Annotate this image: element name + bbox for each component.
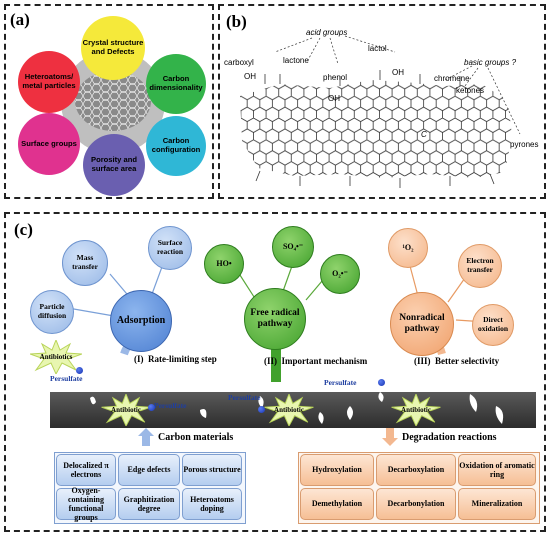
particle-diffusion-node: Particle diffusion	[30, 290, 74, 334]
step-ii-label: (II) Important mechanism	[264, 356, 368, 366]
oxygen-groups-box: Oxygen-containing functional groups	[56, 486, 116, 522]
graphene-sheet-icon	[74, 68, 152, 134]
heteroatoms-doping-box: Heteroatoms doping	[182, 488, 242, 520]
delocalized-electrons-box: Delocalized π electrons	[56, 454, 116, 486]
hydroxylation-box: Hydroxylation	[300, 454, 374, 486]
carbon-dimensionality-circle: Carbon dimensionality	[146, 54, 206, 114]
panel-b: (b)	[218, 4, 546, 199]
antibiotics-star: Antibiotics	[30, 340, 82, 374]
singlet-oxygen-node: ¹O₂	[388, 228, 428, 268]
porosity-circle: Porosity and surface area	[83, 134, 145, 196]
lactol-label: lactol	[368, 44, 387, 53]
panel-c-label: (c)	[14, 220, 33, 239]
antibiotic-star-3: Antibiotic	[390, 394, 442, 426]
panel-b-label: (b)	[226, 12, 247, 31]
persulfate-dot-1	[76, 367, 83, 374]
step-i-label: (I) Rate-limiting step	[134, 354, 217, 364]
graphene-oxide-structure-icon	[220, 6, 544, 197]
decarboxylation-box: Decarboxylation	[376, 454, 456, 486]
basic-groups-label: basic groups ?	[464, 58, 517, 67]
ketones-label: ketones	[456, 86, 485, 95]
persulfate-dot-3	[148, 404, 155, 411]
graphitization-box: Graphitization degree	[118, 488, 180, 520]
demethylation-box: Demethylation	[300, 488, 374, 520]
carbon-atom-label: C	[421, 130, 427, 139]
persulfate-label-4: Persulfate	[228, 393, 261, 402]
mineralization-box: Mineralization	[458, 488, 536, 520]
edge-defects-box: Edge defects	[118, 454, 180, 486]
persulfate-dot-4	[258, 406, 265, 413]
panel-a-label: (a)	[10, 10, 30, 29]
bottom-arrows	[138, 428, 398, 446]
adsorption-node: Adsorption	[110, 290, 172, 352]
heteroatoms-circle: Heteroatoms/ metal particles	[18, 51, 80, 113]
crystal-structure-circle: Crystal structure and Defects	[81, 16, 145, 80]
step-iii-label: (III) Better selectivity	[414, 356, 500, 366]
ho-radical-node: HO•	[204, 244, 244, 284]
porous-structure-box: Porous structure	[182, 454, 242, 486]
superoxide-radical-node: O₂•⁻	[320, 254, 360, 294]
acid-groups-label: acid groups	[306, 28, 348, 37]
nonradical-node: Nonradical pathway	[390, 292, 454, 356]
antibiotic-star-2: Antibiotic	[262, 394, 316, 426]
panel-c: (c) Adsorption Mass transfer Surface	[4, 212, 546, 532]
pyrones-label: pyrones	[510, 140, 539, 149]
electron-transfer-node: Electron transfer	[458, 244, 502, 288]
direct-oxidation-node: Direct oxidation	[472, 304, 514, 346]
lactone-label: lactone	[283, 56, 309, 65]
decarbonylation-box: Decarbonylation	[376, 488, 456, 520]
antibiotic-star-1: Antibiotic	[100, 394, 152, 426]
oh-label-2: OH	[328, 94, 340, 103]
carbon-configuration-circle: Carbon configuration	[146, 116, 206, 176]
free-radical-node: Free radical pathway	[244, 288, 306, 350]
oh-label-1: OH	[244, 72, 256, 81]
carboxyl-label: carboxyl	[224, 58, 254, 67]
persulfate-label-1: Persulfate	[50, 374, 83, 383]
carbon-materials-label: Carbon materials	[158, 432, 234, 443]
persulfate-label-3: Persulfate	[154, 401, 187, 410]
oh-label-3: OH	[392, 68, 404, 77]
chromene-label: chromene	[434, 74, 470, 83]
persulfate-label-2: Persulfate	[324, 378, 357, 387]
mass-transfer-node: Mass transfer	[62, 240, 108, 286]
carbon-material-bar: Antibiotic Persulfate Antibiotic Persulf…	[50, 392, 536, 428]
degradation-reactions-label: Degradation reactions	[402, 432, 497, 443]
phenol-label: phenol	[323, 73, 348, 82]
panel-a: (a) Crystal structure and Defects Carbon…	[4, 4, 214, 199]
persulfate-dot-2	[378, 379, 385, 386]
surface-groups-circle: Surface groups	[18, 113, 80, 175]
sulfate-radical-node: SO₄•⁻	[272, 226, 314, 268]
surface-reaction-node: Surface reaction	[148, 226, 192, 270]
aromatic-oxidation-box: Oxidation of aromatic ring	[458, 454, 536, 486]
